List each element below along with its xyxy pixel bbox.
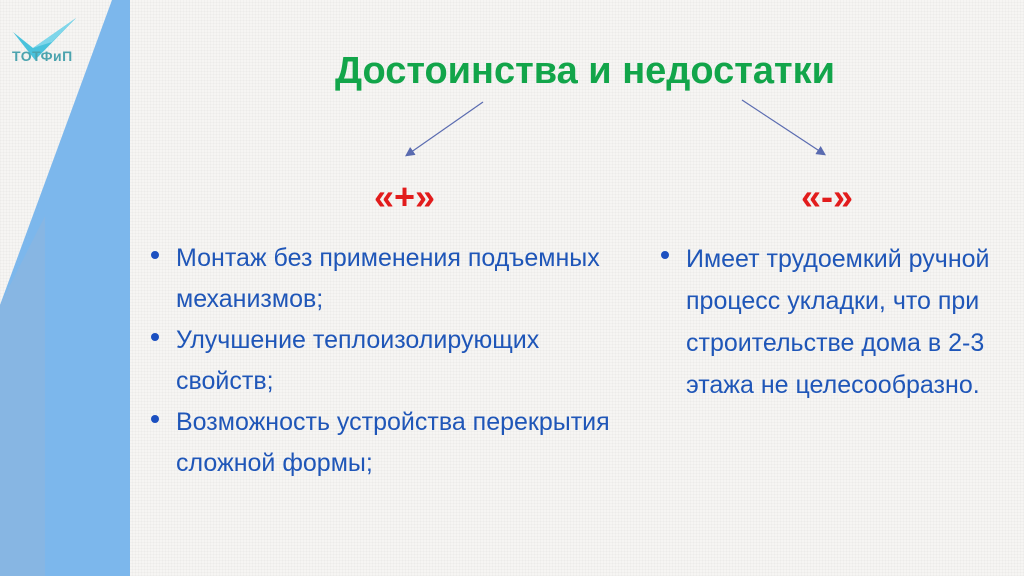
list-item: Возможность устройства перекрытия сложно… [146, 402, 636, 484]
cons-sign: «-» [801, 176, 854, 217]
pros-list: Монтаж без применения подъемных механизм… [146, 238, 636, 484]
logo-text: ТОТФиП [12, 48, 73, 64]
list-item: Монтаж без применения подъемных механизм… [146, 238, 636, 320]
cons-list: Имеет трудоемкий ручной процесс укладки,… [656, 238, 1016, 406]
arrow-right-icon [741, 99, 827, 156]
decorative-blue-band [0, 0, 130, 576]
arrow-left-icon [405, 101, 484, 157]
list-item: Улучшение теплоизолирующих свойств; [146, 320, 636, 402]
checkmark-icon [13, 18, 76, 60]
page-title: Достоинства и недостатки [334, 50, 835, 92]
pros-sign: «+» [374, 176, 436, 217]
list-item: Имеет трудоемкий ручной процесс укладки,… [656, 238, 1016, 406]
